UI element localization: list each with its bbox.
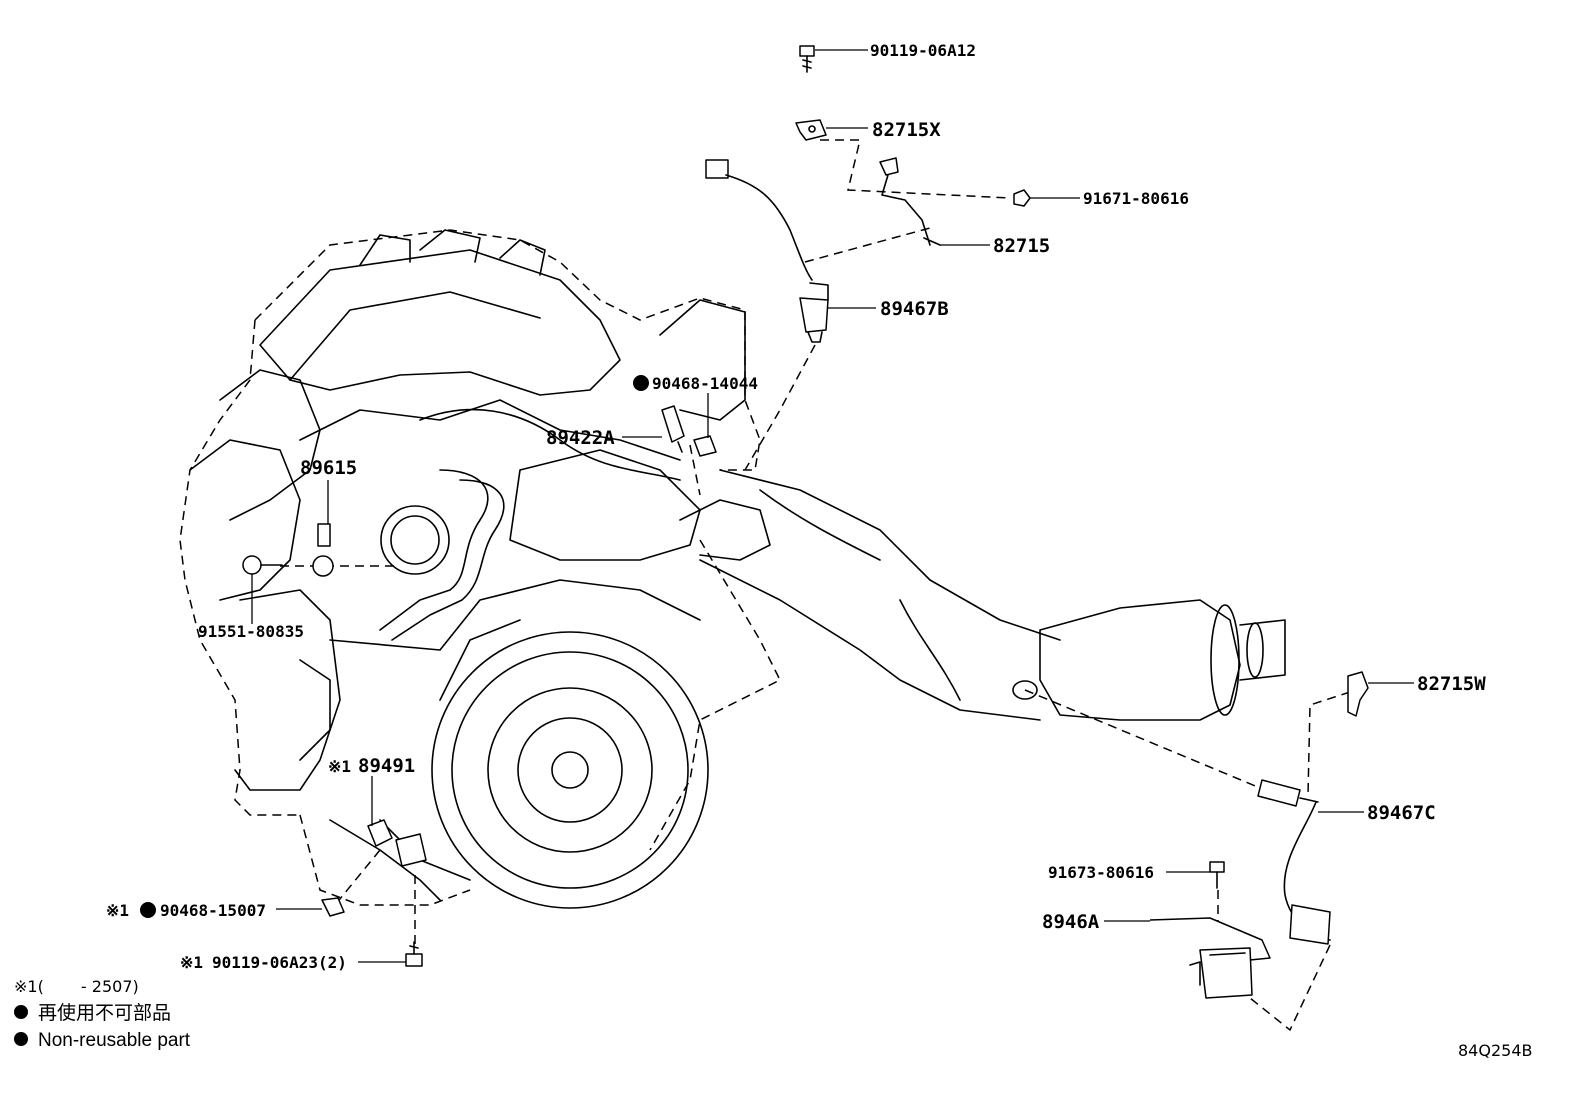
engine-icon [179,229,782,909]
ref-mark-90468-15007: ※1 [106,901,129,920]
label-90468-15007[interactable]: 90468-15007 [160,901,266,920]
converter-icon [699,469,1286,721]
relay-bolt-icon[interactable] [1209,861,1225,889]
bolt-icon[interactable] [799,45,815,73]
legend-footnote: ※1( - 2507) [14,977,139,996]
clamp-w-icon[interactable] [1347,671,1369,717]
label-91673-80616[interactable]: 91673-80616 [1048,863,1154,882]
label-82715X[interactable]: 82715X [872,119,941,141]
bullet-icon [14,1005,28,1019]
label-8946A[interactable]: 8946A [1042,911,1100,933]
label-91551-80835[interactable]: 91551-80835 [198,622,304,641]
label-89422A[interactable]: 89422A [546,427,615,449]
wire-clamp-icon[interactable] [879,157,941,246]
knock-sensor-icon[interactable] [312,523,334,577]
clip-icon[interactable] [321,897,345,917]
legend-non-reusable-jp: 再使用不可部品 [38,1002,171,1024]
label-91671-80616[interactable]: 91671-80616 [1083,189,1189,208]
oxygen-sensor-lower-icon[interactable] [1257,779,1331,945]
drawing-number: 84Q254B [1458,1041,1532,1060]
label-89615[interactable]: 89615 [300,457,357,479]
knock-bolt-icon[interactable] [242,555,283,575]
mount-bolt-icon[interactable] [405,941,423,967]
label-89467C[interactable]: 89467C [1367,802,1436,824]
label-82715[interactable]: 82715 [993,235,1050,257]
assembly-lines [280,139,1351,1032]
crank-sensor-icon[interactable] [367,819,427,867]
bullet-icon [140,902,156,918]
bullet-icon [14,1032,28,1046]
relay-icon[interactable] [1149,917,1271,999]
label-90119-06A23[interactable]: 90119-06A23(2) [212,953,347,972]
ref-mark-89491: ※1 [328,757,351,776]
legend: ※1( - 2507) 再使用不可部品 Non-reusable part [14,977,191,1051]
temp-sensor-icon[interactable] [661,405,685,453]
legend-non-reusable-en: Non-reusable part [38,1030,191,1051]
oxygen-sensor-upper-icon[interactable] [705,159,829,343]
label-89467B[interactable]: 89467B [880,298,949,320]
bracket-icon[interactable] [795,119,827,141]
nut-icon[interactable] [1013,189,1031,207]
label-90468-14044[interactable]: 90468-14044 [652,374,758,393]
label-89491[interactable]: 89491 [358,755,415,777]
ref-mark-90119-06A23: ※1 [180,953,203,972]
hose-clamp-icon[interactable] [693,435,717,457]
label-90119-06A12[interactable]: 90119-06A12 [870,41,976,60]
leader-lines [251,49,1414,963]
bullet-icon [633,375,649,391]
label-82715W[interactable]: 82715W [1417,673,1486,695]
